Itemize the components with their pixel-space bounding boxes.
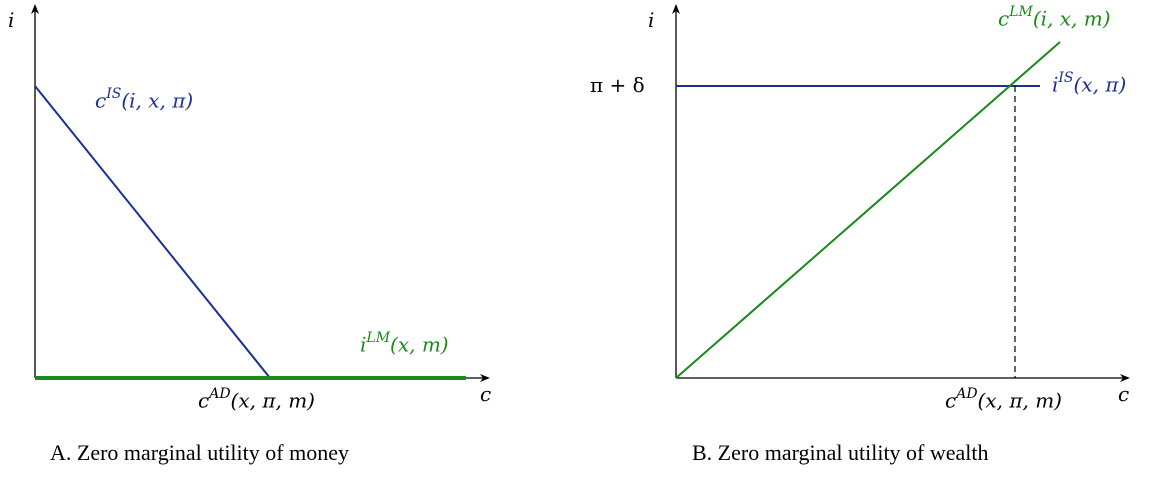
- panel-a-y-arrow: [31, 4, 39, 14]
- panel-b-y-arrow: [672, 4, 680, 14]
- panel-b-is-curve-label: iIS(x, π): [1052, 70, 1127, 97]
- panel-a-caption: A. Zero marginal utility of money: [50, 440, 349, 465]
- panel-a-is-curve: [34, 85, 271, 379]
- panel-a-ad-label: cAD(x, π, m): [198, 386, 315, 413]
- panel-b-x-arrow: [1120, 374, 1130, 382]
- panel-b-lm-curve-label: cLM(i, x, m): [998, 4, 1111, 31]
- panel-b-caption: B. Zero marginal utility of wealth: [692, 440, 989, 465]
- panel-a-y-axis-label: i: [8, 8, 15, 32]
- panel-a-is-curve-label: cIS(i, x, π): [95, 86, 194, 113]
- panel-b-y-axis-label: i: [648, 8, 655, 32]
- panel-b-lm-curve: [675, 41, 1061, 379]
- panel-a: i c cIS(i, x, π) iLM(x, m) cAD(x, π, m) …: [0, 0, 560, 480]
- panel-a-x-axis-label: c: [480, 382, 492, 406]
- panel-b: i c π + δ cLM(i, x, m) iIS(x, π) cAD(x, …: [590, 0, 1153, 480]
- panel-b-ad-label: cAD(x, π, m): [945, 386, 1062, 413]
- panel-b-plot: [672, 4, 1130, 382]
- panel-a-lm-curve-label: iLM(x, m): [360, 330, 449, 357]
- panel-a-x-arrow: [480, 374, 490, 382]
- panel-a-plot: [31, 4, 490, 382]
- panel-b-level-label: π + δ: [590, 73, 645, 97]
- panel-b-x-axis-label: c: [1118, 382, 1130, 406]
